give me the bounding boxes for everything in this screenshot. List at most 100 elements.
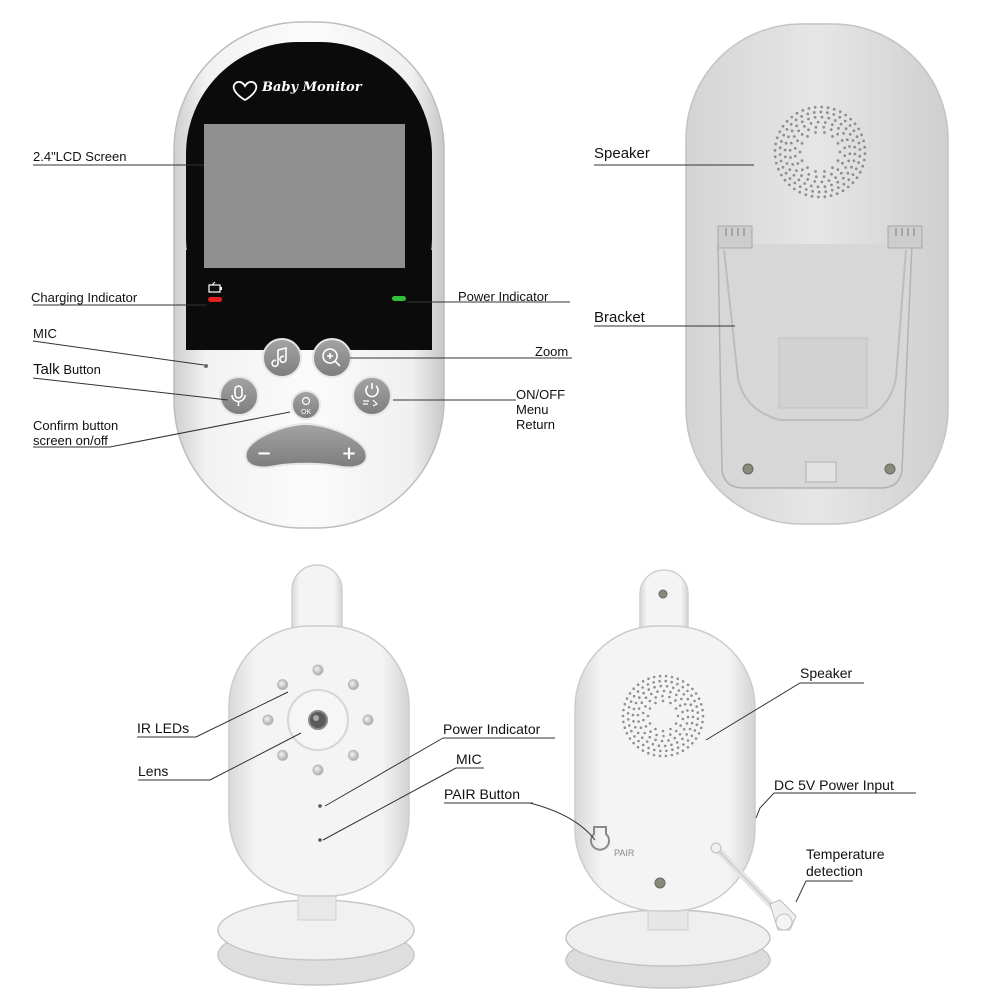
bracket-hinge-right xyxy=(887,225,923,249)
speaker-hole xyxy=(661,729,665,733)
speaker-hole xyxy=(661,699,665,703)
zoom-button[interactable] xyxy=(312,338,352,378)
speaker-hole xyxy=(623,726,627,729)
speaker-hole xyxy=(779,173,783,177)
speaker-hole xyxy=(844,113,848,117)
brand-logo: Baby Monitor xyxy=(262,80,362,95)
speaker-hole xyxy=(836,132,839,136)
speaker-hole xyxy=(678,704,682,707)
speaker-hole xyxy=(843,119,847,123)
speaker-hole xyxy=(644,705,647,708)
power-menu-button[interactable] xyxy=(352,376,392,416)
speaker-hole xyxy=(829,194,833,198)
speaker-hole xyxy=(791,163,795,166)
pair-button[interactable] xyxy=(590,826,610,851)
confirm-button[interactable] xyxy=(291,390,321,420)
speaker-hole xyxy=(807,117,810,121)
speaker-hole xyxy=(648,735,651,739)
speaker-hole xyxy=(699,726,703,730)
speaker-hole xyxy=(837,126,840,130)
speaker-hole xyxy=(659,684,663,688)
speaker-hole xyxy=(823,185,827,189)
volume-up-icon[interactable]: + xyxy=(341,443,357,464)
callout-ir-leds: IR LEDs xyxy=(137,720,190,736)
callout-lens: Lens xyxy=(138,763,169,779)
music-button[interactable] xyxy=(262,338,302,378)
speaker-hole xyxy=(693,699,696,703)
speaker-hole xyxy=(792,173,796,177)
speaker-hole xyxy=(652,675,656,679)
ir-led xyxy=(347,749,359,761)
speaker-hole xyxy=(644,696,648,699)
speaker-hole xyxy=(801,168,804,172)
speaker-hole xyxy=(693,729,697,732)
speaker-hole xyxy=(647,746,650,750)
speaker-hole xyxy=(701,708,704,712)
speaker-hole xyxy=(661,694,664,698)
speaker-hole xyxy=(809,184,813,188)
talk-button[interactable] xyxy=(219,376,259,416)
volume-down-icon[interactable]: − xyxy=(256,443,272,464)
speaker-hole xyxy=(664,754,668,758)
speaker-hole xyxy=(643,731,646,735)
speaker-hole xyxy=(803,182,807,185)
speaker-hole xyxy=(640,736,644,739)
screw-icon xyxy=(654,877,666,889)
battery-latch xyxy=(805,461,837,483)
speaker-hole xyxy=(697,697,701,700)
speaker-hole xyxy=(783,178,787,182)
speaker-hole xyxy=(823,170,826,173)
speaker-hole xyxy=(855,176,859,180)
speaker-hole xyxy=(863,152,867,156)
speaker-hole xyxy=(787,135,790,139)
callout-onoff-line1: ON/OFF xyxy=(516,387,566,402)
bezel-bottom xyxy=(186,330,432,350)
callout-confirm-line1: Confirm button xyxy=(33,418,119,433)
speaker-hole xyxy=(795,169,798,173)
speaker-hole xyxy=(845,138,849,142)
leader-pair xyxy=(444,802,596,841)
speaker-hole xyxy=(694,737,698,740)
speaker-hole xyxy=(840,139,844,142)
speaker-hole xyxy=(814,125,818,129)
speaker-hole xyxy=(650,692,653,696)
speaker-hole xyxy=(835,192,839,196)
speaker-hole xyxy=(637,707,641,710)
camera-back xyxy=(565,569,797,989)
callout-temperature-line2: detection xyxy=(806,863,863,879)
speaker-hole xyxy=(816,120,820,124)
speaker-hole xyxy=(807,107,811,110)
speaker-hole xyxy=(647,751,650,755)
speaker-hole xyxy=(797,178,801,182)
speaker-hole xyxy=(690,721,694,725)
camera-speaker-grille xyxy=(621,674,705,758)
speaker-hole xyxy=(685,733,688,736)
speaker-hole xyxy=(642,691,645,695)
speaker-hole xyxy=(677,689,681,692)
speaker-hole xyxy=(787,183,791,187)
ir-leds xyxy=(262,664,374,776)
camera-back-body xyxy=(574,625,756,912)
speaker-hole xyxy=(670,743,673,747)
speaker-hole xyxy=(681,737,684,741)
speaker-hole xyxy=(861,164,865,168)
speaker-hole xyxy=(829,128,833,132)
speaker-hole xyxy=(660,739,664,743)
speaker-grille xyxy=(773,105,867,199)
speaker-hole xyxy=(842,132,845,135)
speaker-hole xyxy=(628,692,632,695)
speaker-hole xyxy=(653,685,656,689)
speaker-hole xyxy=(788,168,792,172)
speaker-hole xyxy=(851,173,855,177)
bracket-plate xyxy=(778,337,868,409)
pair-mark: PAIR xyxy=(614,848,635,858)
ir-led xyxy=(262,714,274,726)
speaker-hole xyxy=(640,701,644,704)
speaker-hole xyxy=(853,145,857,149)
callout-speaker: Speaker xyxy=(594,145,650,162)
speaker-hole xyxy=(662,689,666,693)
speaker-hole xyxy=(632,720,635,723)
speaker-hole xyxy=(851,139,855,142)
speaker-hole xyxy=(622,720,625,724)
